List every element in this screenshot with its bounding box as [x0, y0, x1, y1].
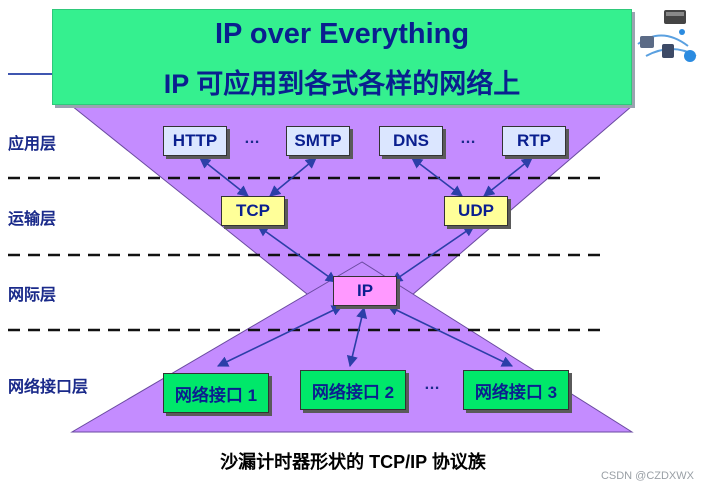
ellipsis-app-2: … [460, 130, 476, 147]
protocol-http: HTTP [163, 126, 227, 156]
watermark: CSDN @CZDXWX [600, 470, 694, 482]
diagram-caption: 沙漏计时器形状的 TCP/IP 协议族 [220, 452, 486, 472]
network-devices-icon [637, 10, 697, 62]
title-banner: IP over Everything IP 可应用到各式各样的网络上 [52, 9, 632, 105]
arrow-tcp-ip [257, 225, 337, 283]
layer-label-network-interface: 网络接口层 [8, 379, 89, 396]
protocol-tcp: TCP [221, 196, 285, 226]
protocol-smtp: SMTP [286, 126, 350, 156]
protocol-dns: DNS [379, 126, 443, 156]
title-line-2: IP 可应用到各式各样的网络上 [163, 69, 521, 99]
protocol-ip: IP [333, 276, 397, 306]
arrow-rtp-udp [483, 157, 533, 197]
network-interface-1: 网络接口 1 [163, 373, 269, 413]
arrow-dns-udp [411, 157, 463, 197]
layer-label-internet: 网际层 [8, 287, 57, 304]
protocol-udp: UDP [444, 196, 508, 226]
layer-label-application: 应用层 [8, 136, 57, 153]
network-interface-2: 网络接口 2 [300, 370, 406, 410]
arrow-ip-net2 [346, 306, 368, 368]
arrow-http-tcp [199, 157, 249, 197]
arrow-ip-net3 [386, 305, 514, 367]
layer-label-transport: 运输层 [8, 211, 57, 228]
ellipsis-net: … [424, 376, 440, 393]
network-interface-3: 网络接口 3 [463, 370, 569, 410]
arrow-smtp-tcp [269, 157, 317, 197]
arrow-ip-net1 [216, 305, 344, 367]
title-line-1: IP over Everything [214, 18, 470, 50]
protocol-rtp: RTP [502, 126, 566, 156]
arrow-udp-ip [391, 225, 475, 283]
ellipsis-app-1: … [244, 130, 260, 147]
